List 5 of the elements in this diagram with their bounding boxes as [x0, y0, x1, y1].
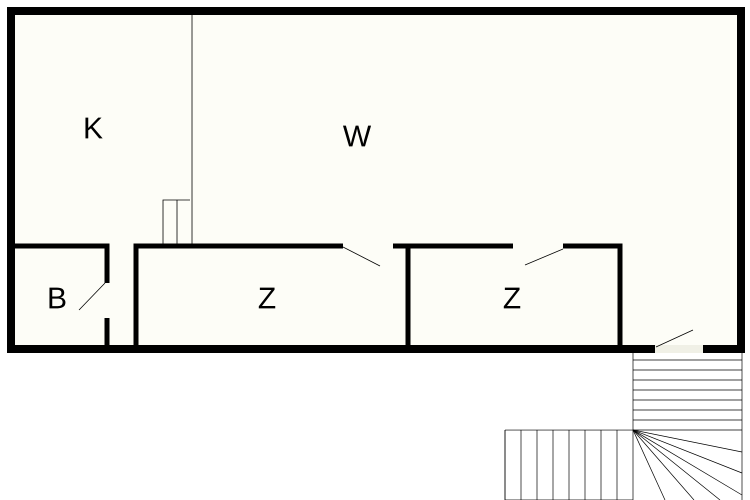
room-label: W [342, 126, 372, 146]
room-label: B [49, 288, 66, 308]
room-label: Z [258, 288, 276, 308]
room-label: Z [504, 288, 520, 308]
room-label: K [85, 118, 103, 138]
